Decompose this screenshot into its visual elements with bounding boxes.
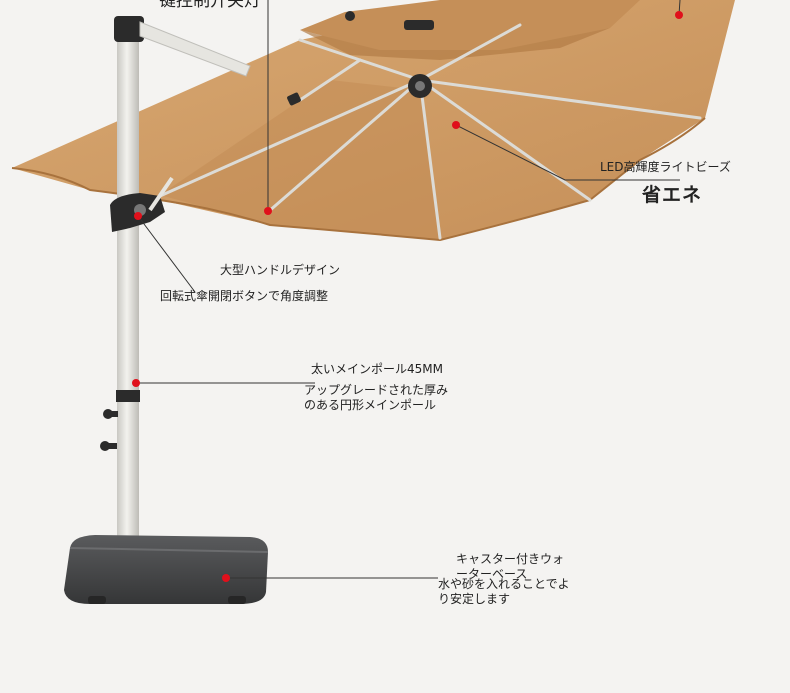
pole-annotation-title: 太いメインポール45MM	[311, 362, 443, 376]
led-annotation-title: LED高輝度ライトビーズ	[600, 160, 731, 174]
marker-top-right	[675, 11, 683, 19]
pole-annotation-line2: のある円形メインポール	[304, 398, 437, 412]
handle-annotation-subtitle: 回転式傘開閉ボタンで角度調整	[160, 289, 329, 303]
main-pole	[100, 16, 251, 545]
base-annotation-title-line1: キャスター付きウォ	[456, 552, 565, 566]
leader-lines	[136, 0, 681, 579]
base-annotation-sub-line1: 水や砂を入れることでよ	[438, 577, 570, 591]
base-annotation-sub-line2: り安定します	[438, 592, 511, 606]
marker-led	[452, 121, 460, 129]
umbrella-ribs	[158, 23, 702, 240]
water-base	[64, 535, 269, 604]
marker-light-switch	[264, 207, 272, 215]
feature-markers	[132, 11, 683, 582]
marker-handle	[134, 212, 142, 220]
marker-base	[222, 574, 230, 582]
canopy-hub	[287, 11, 434, 106]
base-annotation-title-line2: ーターベース	[456, 567, 528, 581]
handle-annotation-title: 大型ハンドルデザイン	[220, 263, 341, 277]
led-annotation-subtitle: 省エネ	[642, 184, 703, 206]
pole-annotation-line1: アップグレードされた厚み	[304, 383, 449, 397]
light-switch-annotation: 一键控制开关灯	[142, 0, 261, 11]
marker-pole	[132, 379, 140, 387]
